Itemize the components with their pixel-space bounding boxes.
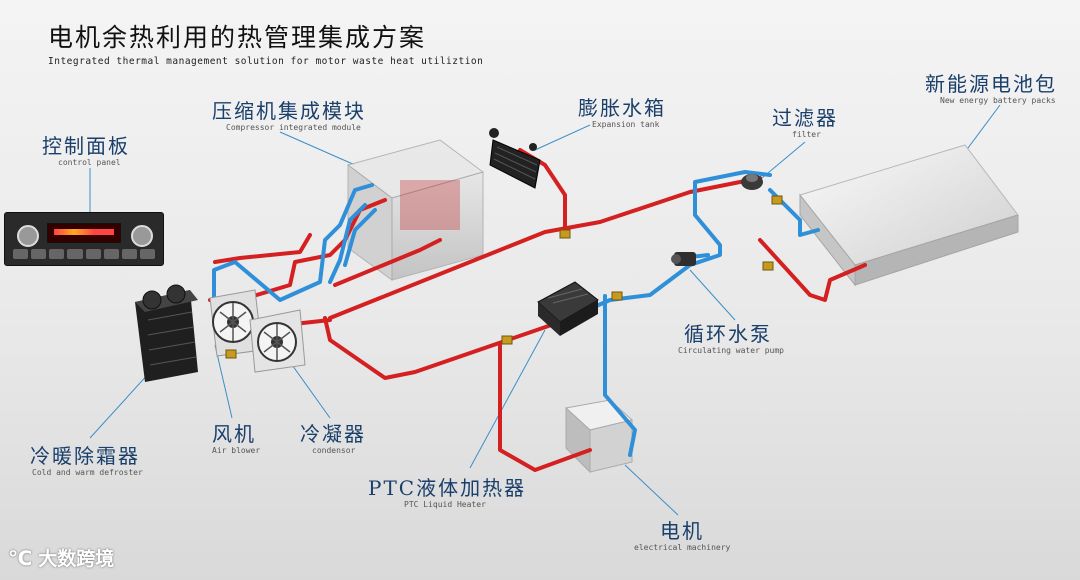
panel-button[interactable] bbox=[85, 249, 101, 259]
panel-button[interactable] bbox=[67, 249, 83, 259]
label-control-panel: 控制面板 bbox=[42, 134, 130, 158]
leader-expansion-tank bbox=[534, 124, 591, 151]
label-expansion-tank: 膨胀水箱 bbox=[578, 96, 666, 120]
defroster-unit bbox=[135, 284, 198, 382]
leader-battery bbox=[964, 104, 1001, 153]
label-motor-en: electrical machinery bbox=[634, 543, 731, 552]
label-pump-en: Circulating water pump bbox=[678, 346, 784, 355]
watermark-text: 大数跨境 bbox=[38, 548, 115, 570]
leader-pump bbox=[689, 269, 736, 321]
control-panel-display bbox=[54, 229, 114, 235]
fitting bbox=[771, 195, 783, 205]
label-battery-en: New energy battery packs bbox=[940, 96, 1056, 105]
label-filter-en: filter bbox=[792, 130, 821, 139]
label-blower-en: Air blower bbox=[212, 446, 261, 455]
label-defroster-en: Cold and warm defroster bbox=[32, 468, 143, 477]
panel-button[interactable] bbox=[139, 249, 155, 259]
label-condenser: 冷凝器 bbox=[300, 422, 366, 446]
label-compressor-en: Compressor integrated module bbox=[226, 123, 361, 132]
panel-button[interactable] bbox=[31, 249, 47, 259]
label-control-panel-en: control panel bbox=[58, 158, 121, 167]
leader-ptc bbox=[469, 329, 546, 469]
motor-block bbox=[564, 399, 634, 474]
diagram-subtitle: Integrated thermal management solution f… bbox=[48, 56, 484, 67]
label-pump: 循环水泵 bbox=[684, 322, 772, 346]
ptc-heater bbox=[537, 281, 599, 336]
label-ptc-en: PTC Liquid Heater bbox=[404, 500, 486, 509]
fitting bbox=[225, 349, 237, 359]
label-defroster: 冷暖除霜器 bbox=[30, 444, 140, 468]
label-blower: 风机 bbox=[212, 422, 256, 446]
leader-compressor bbox=[279, 131, 356, 166]
control-panel-button-row bbox=[13, 249, 155, 259]
battery-pack bbox=[799, 144, 1019, 287]
fitting bbox=[762, 261, 774, 271]
fitting bbox=[611, 291, 623, 301]
label-motor: 电机 bbox=[660, 519, 704, 543]
temperature-knob-right[interactable] bbox=[131, 225, 153, 247]
fitting bbox=[501, 335, 513, 345]
leader-lines bbox=[89, 104, 1001, 516]
water-pump bbox=[671, 252, 696, 266]
label-filter: 过滤器 bbox=[772, 106, 838, 130]
watermark-logo-icon: ℃ bbox=[8, 545, 33, 570]
control-panel-screen bbox=[47, 223, 121, 243]
condenser-fans bbox=[249, 309, 306, 373]
label-condenser-en: condensor bbox=[312, 446, 356, 455]
expansion-tank bbox=[489, 128, 541, 189]
pipe-fittings bbox=[225, 195, 783, 359]
control-panel-device bbox=[4, 212, 164, 266]
label-expansion-tank-en: Expansion tank bbox=[592, 120, 660, 129]
label-compressor: 压缩机集成模块 bbox=[212, 99, 366, 123]
leader-defroster bbox=[89, 371, 151, 439]
temperature-knob-left[interactable] bbox=[17, 225, 39, 247]
diagram-title: 电机余热利用的热管理集成方案 bbox=[48, 23, 427, 52]
fitting bbox=[559, 229, 571, 239]
label-battery: 新能源电池包 bbox=[925, 72, 1057, 96]
leader-blower bbox=[214, 344, 233, 419]
compressor-module bbox=[346, 139, 485, 281]
blower-fans bbox=[209, 289, 263, 357]
leader-filter bbox=[761, 141, 806, 179]
filter-unit bbox=[741, 174, 763, 190]
panel-button[interactable] bbox=[13, 249, 29, 259]
cold-pipes bbox=[212, 170, 820, 457]
panel-button[interactable] bbox=[49, 249, 65, 259]
leader-motor bbox=[624, 464, 679, 516]
panel-button[interactable] bbox=[103, 249, 119, 259]
panel-button[interactable] bbox=[121, 249, 137, 259]
label-ptc: PTC液体加热器 bbox=[368, 476, 527, 500]
watermark: ℃ 大数跨境 bbox=[8, 544, 114, 571]
